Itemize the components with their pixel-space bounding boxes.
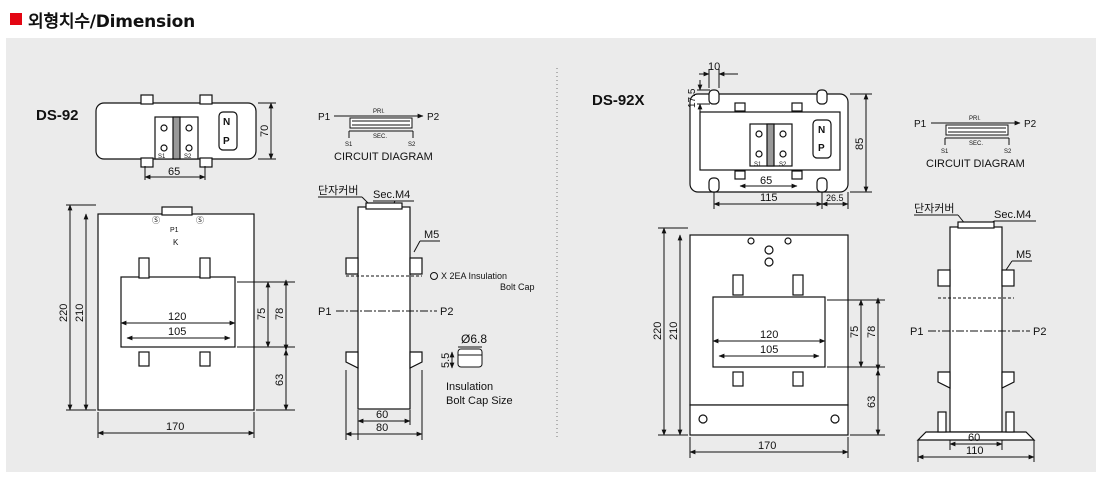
ds92-front-width: 170 — [166, 421, 184, 433]
ds92x-side-p1: P1 — [910, 326, 923, 338]
ds92x-front-view — [689, 234, 849, 436]
ds92x-circuit-s2: S2 — [1004, 149, 1012, 155]
ds92-p-mark: P — [223, 136, 230, 147]
ds92x-side-secm4-label: Sec.M4 — [994, 209, 1031, 221]
ds92-window-h-inner: 75 — [256, 308, 268, 320]
ds92x-circuit-pri: PRI. — [969, 116, 981, 122]
ds92-n-mark: N — [223, 117, 230, 128]
ds92-circuit-s1: S1 — [345, 142, 353, 148]
ds92-side-cap-note: X 2EA Insulation — [441, 271, 507, 281]
ds92x-slot-depth: 17.5 — [687, 88, 698, 108]
ds92x-front-height-inner: 210 — [668, 322, 680, 340]
ds92-front-mark-k: K — [173, 238, 179, 247]
ds92-s2-mark: S2 — [184, 154, 192, 160]
ds92-top-view — [95, 94, 257, 168]
ds92-circuit-p2: P2 — [427, 112, 440, 123]
ds92-cap-height: 5.5 — [440, 353, 452, 368]
ds92-s1-mark: S1 — [158, 154, 166, 160]
ds92x-side-w-outer: 110 — [966, 445, 984, 457]
ds92-front-mark-s2: Ⓢ — [196, 216, 204, 225]
ds92-circuit-sec: SEC. — [373, 134, 387, 140]
ds92-side-p1: P1 — [318, 306, 331, 318]
ds92x-top-view — [689, 89, 849, 193]
ds92x-side-w-inner: 60 — [968, 432, 980, 444]
ds92-circuit-s2: S2 — [408, 142, 416, 148]
ds92x-side-view — [916, 221, 1036, 441]
ds92x-s1-mark: S1 — [754, 162, 762, 168]
ds92x-circuit-diagram — [931, 120, 1021, 145]
ds92-top-height: 70 — [259, 125, 271, 137]
ds92x-top-outer-width: 115 — [760, 192, 778, 204]
ds92-front-height-inner: 210 — [74, 304, 86, 322]
ds92-side-m5-label: M5 — [424, 229, 439, 241]
ds92-cap-diameter: Ø6.8 — [461, 332, 487, 346]
ds92x-bottom-height: 63 — [866, 396, 878, 408]
ds92x-front-height-outer: 220 — [652, 322, 664, 340]
ds92x-window-h-outer: 78 — [866, 326, 878, 338]
ds92-circuit-caption: CIRCUIT DIAGRAM — [334, 151, 433, 163]
ds92-circuit-diagram — [334, 113, 424, 138]
ds92x-circuit-p1: P1 — [914, 119, 927, 130]
ds92x-p-mark: P — [818, 143, 825, 154]
ds92x-circuit-caption: CIRCUIT DIAGRAM — [926, 158, 1025, 170]
ds92x-circuit-p2: P2 — [1024, 119, 1037, 130]
ds92x-window-w-inner: 105 — [760, 344, 778, 356]
ds92x-s2-mark: S2 — [779, 162, 787, 168]
ds92x-top-inner-width: 65 — [760, 175, 772, 187]
ds92x-top-edge: 26.5 — [826, 193, 844, 203]
ds92-model-label: DS-92 — [36, 107, 79, 124]
ds92-side-w-inner: 60 — [376, 409, 388, 421]
ds92x-window-w-outer: 120 — [760, 329, 778, 341]
ds92-cap-label2: Bolt Cap Size — [446, 395, 513, 407]
ds92-window-h-outer: 78 — [274, 308, 286, 320]
ds92x-window-h-inner: 75 — [849, 326, 861, 338]
ds92-circuit-p1: P1 — [318, 112, 331, 123]
ds92-cap-size-drawing — [457, 348, 483, 368]
ds92x-top-height: 85 — [854, 138, 866, 150]
ds92-side-secm4-label: Sec.M4 — [373, 189, 410, 201]
ds92-side-p2: P2 — [440, 306, 453, 318]
ds92-top-width: 65 — [168, 166, 180, 178]
ds92-side-cover-label: 단자커버 — [318, 184, 358, 197]
ds92x-circuit-sec: SEC. — [969, 141, 983, 147]
ds92-side-view — [345, 202, 423, 410]
ds92x-front-width: 170 — [758, 440, 776, 452]
ds92-window-w-inner: 105 — [168, 326, 186, 338]
ds92-window-w-outer: 120 — [168, 311, 186, 323]
ds92-front-view — [97, 206, 255, 411]
ds92x-slot-width: 10 — [708, 61, 720, 73]
ds92-front-mark-s1: Ⓢ — [152, 216, 160, 225]
ds92-side-w-outer: 80 — [376, 422, 388, 434]
ds92-side-cap-note2: Bolt Cap — [500, 282, 535, 292]
red-square-icon — [10, 13, 22, 25]
section-title-row: 외형치수/Dimension — [10, 6, 195, 32]
ds92-circuit-pri: PRI. — [373, 109, 385, 115]
ds92-cap-label1: Insulation — [446, 381, 493, 393]
ds92x-side-p2: P2 — [1033, 326, 1046, 338]
ds92x-model-label: DS-92X — [592, 92, 645, 109]
ds92x-n-mark: N — [818, 125, 825, 136]
ds92-front-mark-p1: P1 — [170, 227, 179, 234]
ds92-bottom-height: 63 — [274, 374, 286, 386]
ds92x-side-m5-label: M5 — [1016, 249, 1031, 261]
section-title: 외형치수/Dimension — [28, 11, 195, 32]
ds92x-circuit-s1: S1 — [941, 149, 949, 155]
ds92x-side-cover-label: 단자커버 — [914, 202, 954, 215]
ds92-front-height-outer: 220 — [58, 304, 70, 322]
